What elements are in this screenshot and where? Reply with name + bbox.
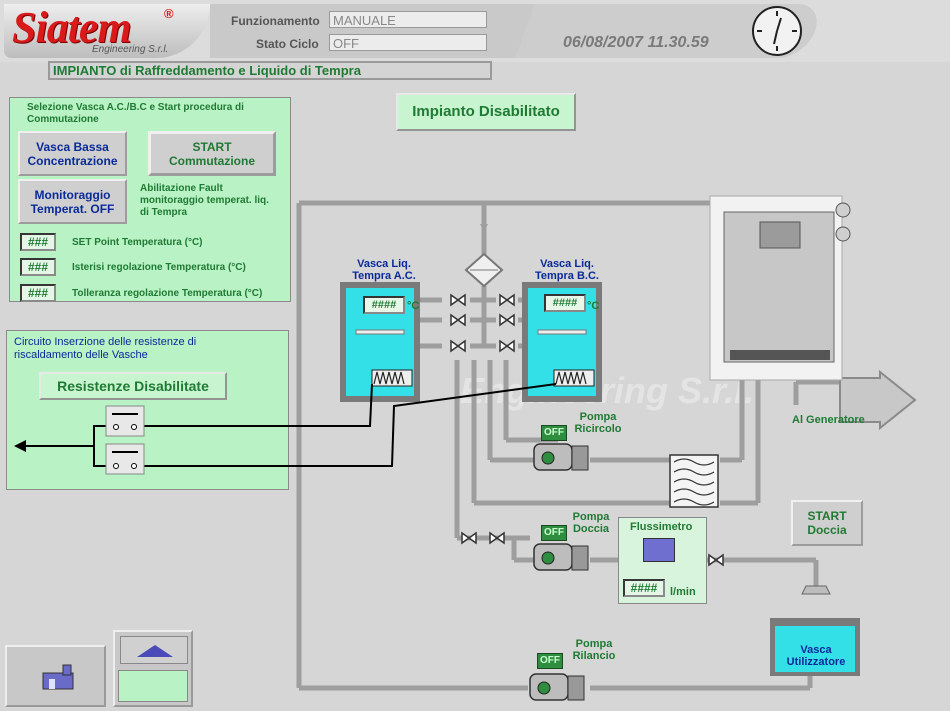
tank-ac-unit: °C	[407, 300, 420, 312]
pompa-ricircolo-state[interactable]: OFF	[541, 425, 567, 441]
tolleranza-field[interactable]: ###	[20, 284, 56, 302]
pompa-ricircolo-label: Pompa Ricircolo	[574, 411, 622, 435]
vasca-utilizzatore-label: Vasca Utilizzatore	[786, 644, 846, 668]
pompa-rilancio-state[interactable]: OFF	[537, 653, 563, 669]
resistenze-button[interactable]: Resistenze Disabilitate	[39, 372, 227, 400]
vasca-select-button[interactable]: Vasca Bassa Concentrazione	[18, 131, 127, 176]
funzionamento-field: MANUALE	[329, 11, 487, 28]
pompa-rilancio-label: Pompa Rilancio	[572, 638, 616, 662]
page-title: IMPIANTO di Raffreddamento e Liquido di …	[48, 61, 492, 80]
page-up-button[interactable]	[120, 636, 188, 664]
status-indicator	[118, 670, 188, 702]
flowmeter-icon	[643, 538, 675, 562]
start-commutazione-button[interactable]: START Commutazione	[148, 131, 276, 176]
pompa-doccia-state[interactable]: OFF	[541, 525, 567, 541]
arrow-up-icon	[137, 645, 173, 657]
selection-heading: Selezione Vasca A.C./B.C e Start procedu…	[27, 102, 244, 125]
flowmeter-value: ####	[623, 579, 665, 597]
generator-label: Al Generatore	[792, 414, 865, 426]
home-button[interactable]	[5, 645, 106, 707]
flowmeter-label: Flussimetro	[630, 521, 693, 533]
start-doccia-button[interactable]: START Doccia	[791, 500, 863, 546]
tank-bc-label: Vasca Liq. Tempra B.C.	[535, 258, 599, 282]
impianto-status-button[interactable]: Impianto Disabilitato	[396, 93, 576, 131]
setpoint-label: SET Point Temperatura (°C)	[72, 237, 203, 248]
tank-bc-unit: °C	[587, 300, 600, 312]
tank-ac-label: Vasca Liq. Tempra A.C.	[352, 258, 416, 282]
logo-plate	[4, 4, 210, 58]
pompa-doccia-label: Pompa Doccia	[572, 511, 610, 535]
clock-icon	[752, 6, 802, 56]
heater-panel	[6, 330, 289, 490]
setpoint-field[interactable]: ###	[20, 233, 56, 251]
funzionamento-label: Funzionamento	[231, 14, 320, 28]
heater-heading: Circuito Inserzione delle resistenze di …	[14, 336, 197, 361]
tank-ac-temp: ####	[363, 296, 405, 314]
registered-icon: ®	[164, 6, 174, 21]
isterisi-label: Isterisi regolazione Temperatura (°C)	[72, 262, 246, 273]
stato-ciclo-field: OFF	[329, 34, 487, 51]
flowmeter-unit: l/min	[670, 586, 696, 598]
monitoraggio-button[interactable]: Monitoraggio Temperat. OFF	[18, 179, 127, 224]
isterisi-field[interactable]: ###	[20, 258, 56, 276]
tolleranza-label: Tolleranza regolazione Temperatura (°C)	[72, 288, 263, 299]
monitor-note: Abilitazione Fault monitoraggio temperat…	[140, 183, 269, 218]
logo-subtitle: Engineering S.r.l.	[92, 44, 169, 55]
datetime: 06/08/2007 11.30.59	[563, 34, 709, 51]
factory-icon	[42, 664, 74, 690]
stato-ciclo-label: Stato Ciclo	[256, 37, 319, 51]
tank-bc-temp: ####	[544, 294, 586, 312]
logo: Siatem	[12, 3, 132, 52]
